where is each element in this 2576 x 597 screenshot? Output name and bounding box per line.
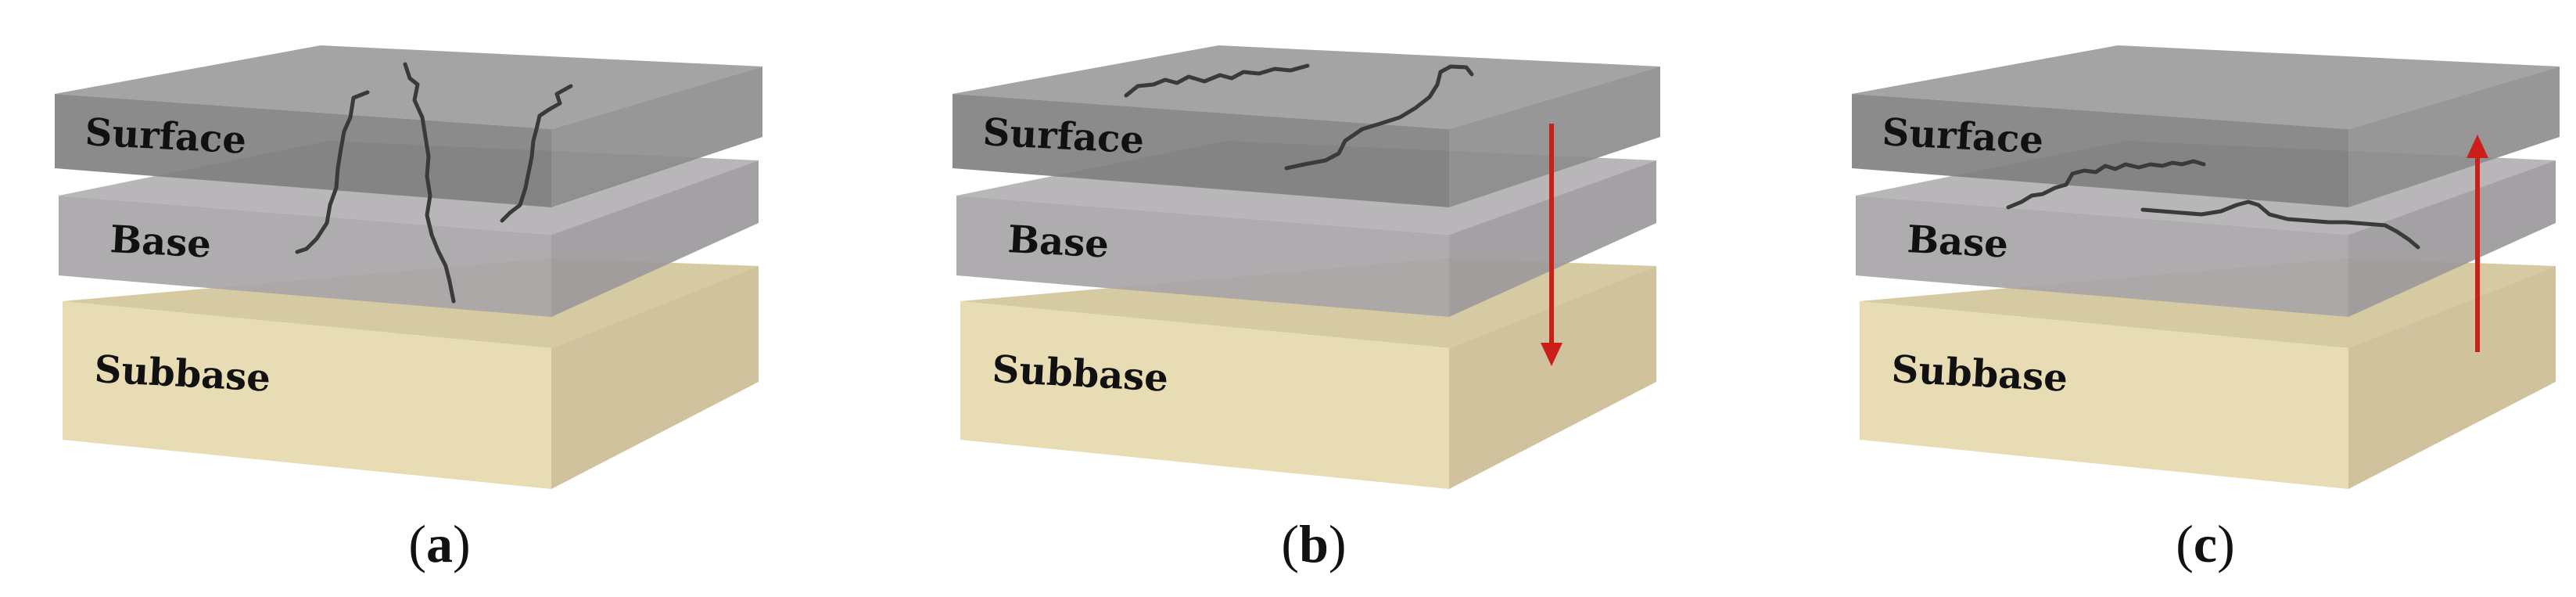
subbase-label: Subbase bbox=[1890, 347, 2068, 401]
crack-line bbox=[2140, 200, 2420, 250]
subbase-front-face bbox=[960, 301, 1449, 489]
surface-side-face bbox=[551, 67, 762, 207]
crack-group-vertical bbox=[295, 62, 573, 304]
surface-layer bbox=[953, 45, 1660, 207]
surface-label: Surface bbox=[981, 110, 1145, 163]
base-label: Base bbox=[1906, 218, 2009, 267]
panel-caption: (c) bbox=[2176, 514, 2235, 574]
subbase-front-face bbox=[1860, 301, 2348, 489]
subbase-side-face bbox=[2348, 266, 2556, 489]
surface-side-face bbox=[1449, 67, 1660, 207]
crack-line bbox=[2006, 159, 2206, 210]
surface-front-face bbox=[953, 94, 1449, 207]
panel-b: Surface Base Subbase (b) bbox=[953, 45, 1660, 574]
subbase-side-face bbox=[1449, 266, 1656, 489]
subbase-side-face bbox=[551, 266, 759, 489]
crack-line bbox=[295, 90, 370, 254]
surface-top-face bbox=[55, 45, 762, 129]
crack-line bbox=[1124, 63, 1310, 98]
base-label: Base bbox=[1006, 218, 1110, 267]
panel-c: Surface Base Subbase (c) bbox=[1852, 45, 2560, 574]
panel-a: Surface Base Subbase (a) bbox=[55, 45, 762, 574]
arrow-up bbox=[2467, 135, 2488, 352]
arrow-head bbox=[1541, 343, 1562, 366]
crack-line bbox=[1284, 64, 1474, 171]
crack-line bbox=[403, 62, 456, 304]
base-front-face bbox=[1856, 196, 2348, 317]
surface-front-face bbox=[1852, 94, 2348, 207]
base-side-face bbox=[2348, 160, 2556, 317]
subbase-label: Subbase bbox=[991, 347, 1169, 401]
base-label: Base bbox=[109, 218, 212, 267]
surface-label: Surface bbox=[84, 110, 247, 163]
crack-group-bottom-up bbox=[2006, 159, 2420, 250]
surface-layer bbox=[1852, 45, 2560, 207]
surface-top-face bbox=[953, 45, 1660, 129]
base-front-face bbox=[956, 196, 1449, 317]
crack-line bbox=[500, 84, 573, 223]
surface-label: Surface bbox=[1881, 110, 2044, 163]
arrow-head bbox=[2467, 135, 2488, 158]
panel-caption: (a) bbox=[408, 514, 470, 574]
base-side-face bbox=[551, 160, 759, 317]
subbase-label: Subbase bbox=[93, 347, 271, 401]
surface-side-face bbox=[2348, 67, 2560, 207]
panel-caption: (b) bbox=[1281, 514, 1346, 574]
surface-top-face bbox=[1852, 45, 2560, 129]
subbase-front-face bbox=[63, 301, 551, 489]
crack-group-top-down bbox=[1124, 63, 1474, 171]
arrow-down bbox=[1541, 124, 1562, 366]
